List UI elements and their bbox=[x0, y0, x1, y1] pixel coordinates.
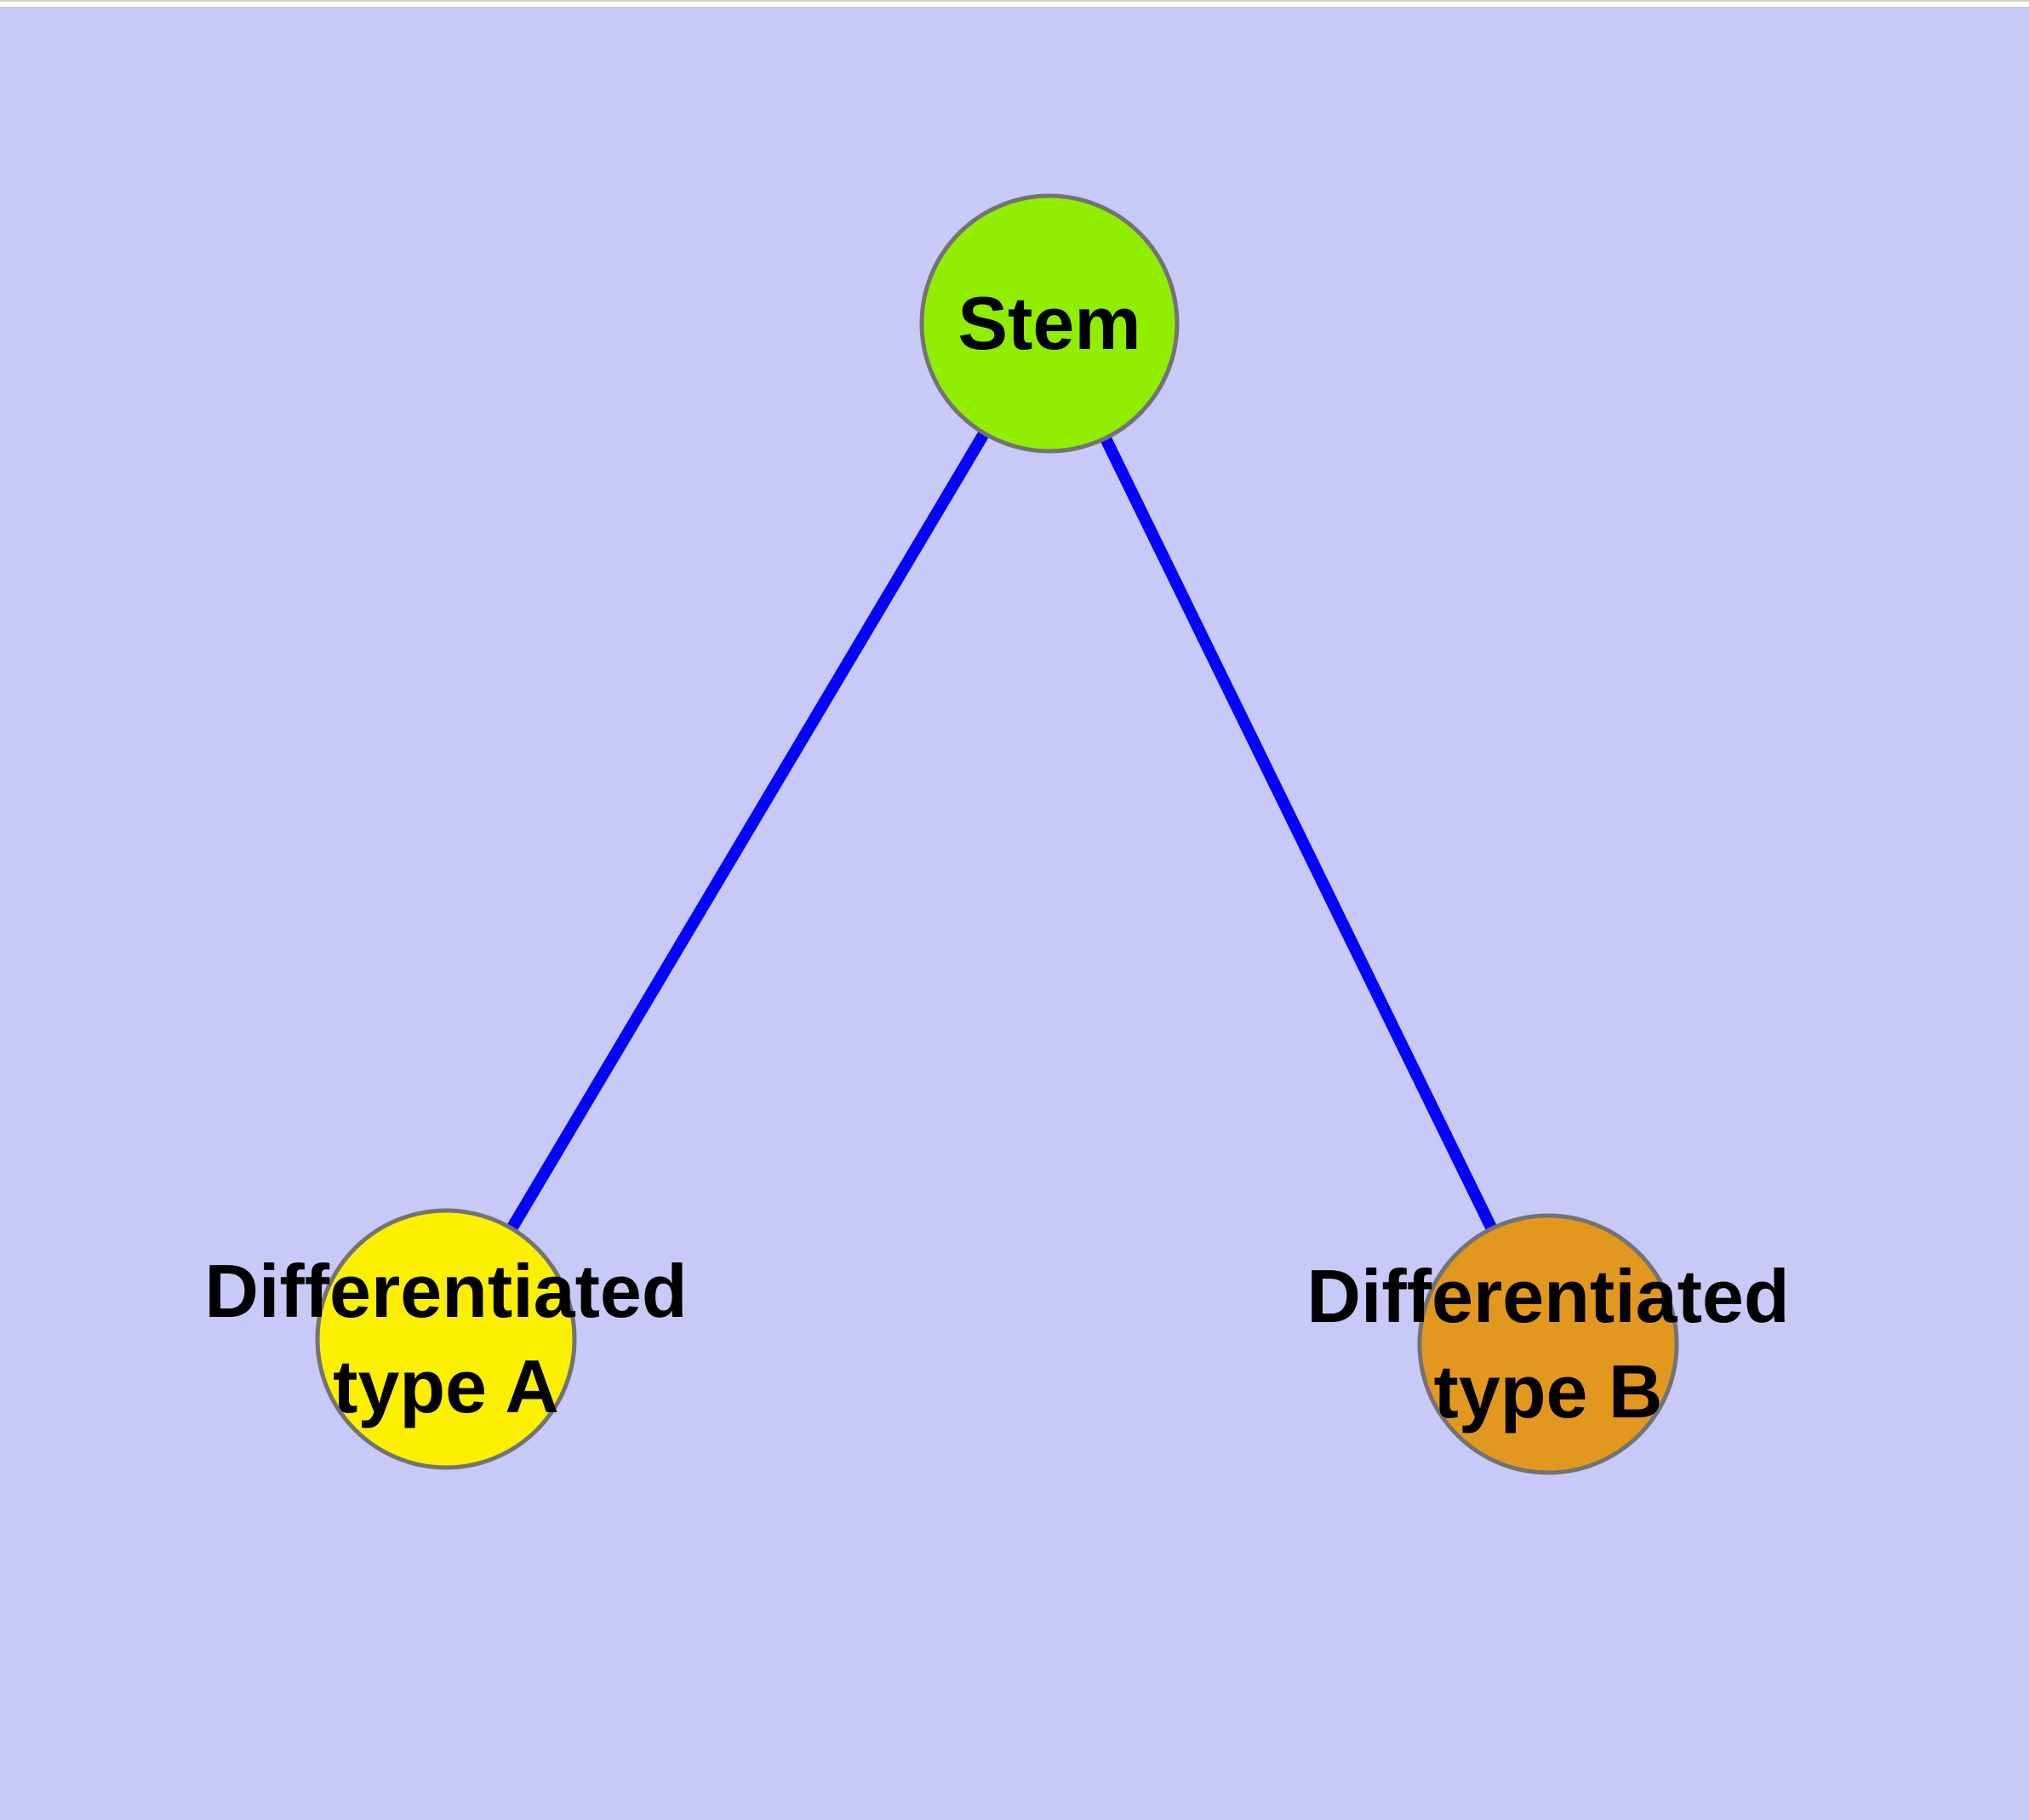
diagram-canvas: Stem Differentiated type A Differentiate… bbox=[0, 7, 2029, 1820]
graph-svg bbox=[315, 193, 1679, 1475]
type-a-node bbox=[315, 1208, 577, 1470]
edge-stem-to-type-a bbox=[440, 318, 1055, 1345]
stem-node bbox=[919, 193, 1180, 454]
type-b-node bbox=[1417, 1213, 1679, 1475]
window-top-edge bbox=[0, 0, 2029, 7]
edge-stem-to-type-b bbox=[1043, 318, 1554, 1350]
